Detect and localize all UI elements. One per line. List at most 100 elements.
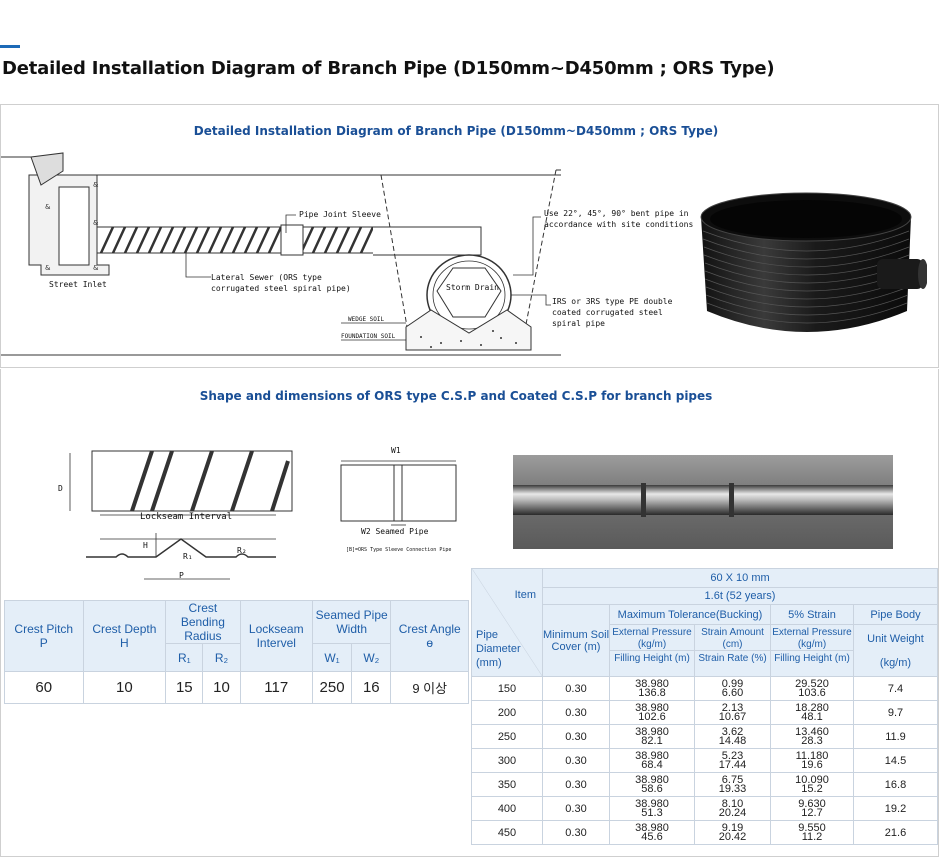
thickness-header: 1.6t (52 years) bbox=[542, 587, 938, 605]
pressure-height-cell-bottom: 136.8 bbox=[638, 686, 666, 699]
svg-text:&: & bbox=[93, 181, 99, 189]
pressure-height-cell-top: 38.980 bbox=[635, 677, 669, 690]
street-inlet-structure: & & & & & bbox=[28, 152, 110, 276]
pressure-height-cell-top: 38.980 bbox=[635, 725, 669, 738]
irs-note-line3: spiral pipe bbox=[552, 319, 605, 328]
lateral-sewer-label-line1: Lateral Sewer (ORS type bbox=[211, 273, 322, 282]
strain5-pressure-cell-top: 18.280 bbox=[795, 701, 829, 714]
pressure-height-cell-top: 38.980 bbox=[635, 701, 669, 714]
strain-cell-top: 2.13 bbox=[721, 701, 744, 714]
lateral-sewer-label-line2: corrugated steel spiral pipe) bbox=[211, 284, 351, 293]
r1-symbol: R₁ bbox=[183, 552, 193, 561]
item-label: Item bbox=[514, 589, 536, 601]
w2-seamed-label: W2 Seamed Pipe bbox=[361, 527, 429, 536]
w1-header: W₁ bbox=[311, 643, 353, 672]
lockseam-value: 117 bbox=[239, 671, 313, 704]
max-tolerance-header: Maximum Tolerance(Bucking) bbox=[609, 604, 771, 625]
strain5-pressure-cell-top: 29.520 bbox=[795, 677, 829, 690]
corrugated-pipe-photo bbox=[700, 192, 927, 332]
strain-cell-bottom: 6.60 bbox=[721, 686, 744, 699]
r1-value: 15 bbox=[165, 671, 204, 704]
min-cover-cell: 0.30 bbox=[542, 820, 610, 845]
pipe-body-header: Pipe Body bbox=[853, 604, 938, 625]
irs-note-line1: IRS or 3RS type PE double bbox=[552, 297, 673, 306]
spiral-pipe-drawing bbox=[69, 450, 293, 580]
pressure-height-cell-bottom: 82.1 bbox=[641, 734, 663, 747]
unit-weight-cell: 7.4 bbox=[853, 676, 938, 701]
bent-pipe-note-line1: Use 22°, 45°, 90° bent pipe in bbox=[544, 209, 689, 218]
min-cover-cell: 0.30 bbox=[542, 724, 610, 749]
crest-depth-value: 10 bbox=[82, 671, 167, 704]
strain-cell-top: 8.10 bbox=[721, 797, 744, 810]
pipe-diameter-cell: 350 bbox=[471, 772, 543, 797]
r2-value: 10 bbox=[202, 671, 241, 704]
installation-diagram-panel: Detailed Installation Diagram of Branch … bbox=[0, 104, 939, 368]
pressure-height-cell-top: 38.980 bbox=[635, 749, 669, 762]
strain-cell-bottom: 10.67 bbox=[718, 710, 747, 723]
pipe-diameter-cell: 200 bbox=[471, 700, 543, 725]
pipe-diameter-cell: 400 bbox=[471, 796, 543, 821]
strain5-pressure-cell-bottom: 15.2 bbox=[801, 782, 823, 795]
pipe-diameter-label: Pipe Diameter (mm) bbox=[476, 629, 521, 669]
pitch-symbol: P bbox=[179, 571, 184, 580]
pressure-height-cell-top: 38.980 bbox=[635, 773, 669, 786]
pipe-diameter-cell: 250 bbox=[471, 724, 543, 749]
w2-value: 16 bbox=[351, 671, 392, 704]
unit-weight-cell: 19.2 bbox=[853, 796, 938, 821]
strain-cell-top: 9.19 bbox=[721, 821, 744, 834]
strain5-pressure-cell-bottom: 48.1 bbox=[801, 710, 823, 723]
min-cover-cell: 0.30 bbox=[542, 748, 610, 773]
strain5-pressure-cell-top: 9.630 bbox=[798, 797, 826, 810]
strain-cell-top: 3.62 bbox=[721, 725, 744, 738]
pressure-height-cell-bottom: 102.6 bbox=[638, 710, 666, 723]
strain-cell-bottom: 19.33 bbox=[718, 782, 747, 795]
crest-values-row: 60 10 15 10 117 250 16 9 이상 bbox=[4, 671, 469, 704]
strain5-pressure-cell-bottom: 12.7 bbox=[801, 806, 823, 819]
strain-5-header: 5% Strain bbox=[770, 604, 854, 625]
seamed-width-header: Seamed Pipe Width bbox=[311, 600, 392, 644]
min-cover-header: Minimum Soil Cover (m) bbox=[542, 604, 610, 677]
r2-header: R₂ bbox=[202, 643, 241, 672]
strain5-pressure-cell-bottom: 19.6 bbox=[801, 758, 823, 771]
title-accent-bar bbox=[0, 45, 20, 48]
w1-value: 250 bbox=[311, 671, 353, 704]
unit-weight-cell: 21.6 bbox=[853, 820, 938, 845]
svg-text:&: & bbox=[93, 264, 99, 272]
unit-weight-header: Unit Weight (kg/m) bbox=[853, 624, 938, 677]
strain5-pressure-cell-top: 9.550 bbox=[798, 821, 826, 834]
pipe-joint-sleeve-label: Pipe Joint Sleeve bbox=[299, 210, 381, 219]
r1-header: R₁ bbox=[165, 643, 204, 672]
crest-pitch-value: 60 bbox=[4, 671, 84, 704]
strain-cell-top: 5.23 bbox=[721, 749, 744, 762]
crest-angle-value: 9 이상 bbox=[390, 671, 469, 704]
sleeve-connection-note: [B]=ORS Type Sleeve Connection Pipe bbox=[346, 547, 452, 553]
pressure-height-cell-bottom: 51.3 bbox=[641, 806, 663, 819]
ext-pressure-5-header: External Pressure (kg/m) Filling Height … bbox=[770, 624, 854, 677]
strain5-pressure-cell-bottom: 11.2 bbox=[801, 830, 823, 843]
w1-symbol: W1 bbox=[391, 446, 401, 455]
svg-text:&: & bbox=[45, 203, 51, 211]
bent-pipe-note-line2: accordance with site conditions bbox=[544, 220, 694, 229]
steel-pipe-photo bbox=[513, 455, 893, 549]
